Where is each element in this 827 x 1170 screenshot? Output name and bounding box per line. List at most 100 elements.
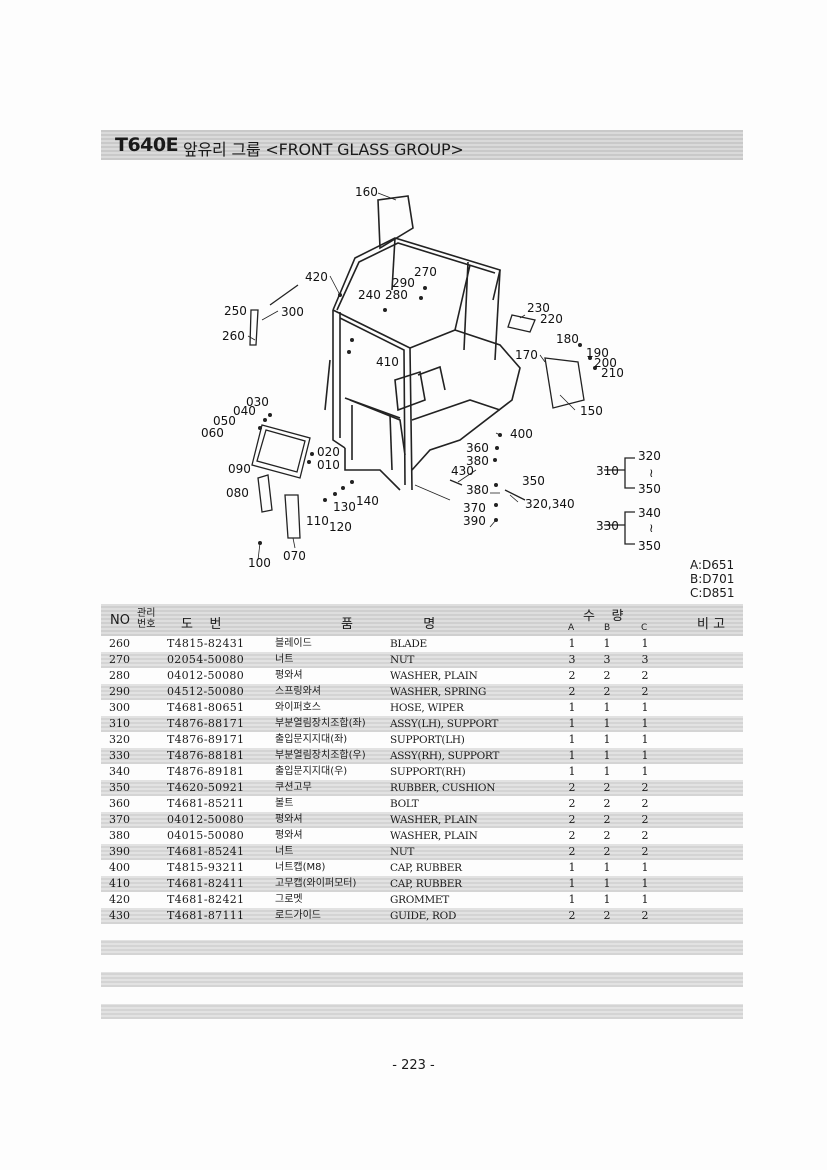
callout-190: 190 <box>586 346 609 360</box>
row-no: 310 <box>109 717 130 730</box>
korean-name: 부분열림장치조합(좌) <box>275 718 366 729</box>
part-number: T4876-88181 <box>167 749 245 762</box>
english-name: GROMMET <box>390 894 449 906</box>
english-name: WASHER, PLAIN <box>390 830 478 842</box>
part-number: T4681-85211 <box>167 797 245 810</box>
korean-name: 스프링와셔 <box>275 686 321 697</box>
callout-240: 240 <box>358 288 381 302</box>
header-no: NO <box>110 613 130 628</box>
qty-c: 1 <box>641 877 649 890</box>
english-name: BLADE <box>390 638 427 650</box>
part-number: T4681-82421 <box>167 893 245 906</box>
header-mgmt-bottom: 번호 <box>137 619 156 630</box>
callout-310: 310 <box>596 464 619 478</box>
callout-labels: 160 420 270 290 240 280 250 300 260 230 … <box>201 185 661 570</box>
korean-name: 로드가이드 <box>275 910 321 921</box>
legend-c: C:D851 <box>690 586 735 600</box>
qty-b: 2 <box>603 781 611 794</box>
cab-frame-drawing <box>324 195 521 491</box>
qty-b: 1 <box>603 733 611 746</box>
qty-a: 2 <box>568 829 576 842</box>
parts-drawing <box>249 284 635 545</box>
header-qty-b: B <box>604 623 611 633</box>
row-no: 400 <box>109 861 130 874</box>
qty-a: 2 <box>568 845 576 858</box>
callout-350-a: 350 <box>522 474 545 488</box>
model-name: T640E <box>115 134 179 156</box>
row-no: 270 <box>109 653 130 666</box>
part-number: T4815-82431 <box>167 637 245 650</box>
callout-410: 410 <box>376 355 399 369</box>
qty-c: 3 <box>641 653 649 666</box>
qty-a: 1 <box>568 717 576 730</box>
row-no: 300 <box>109 701 130 714</box>
qty-a: 1 <box>568 733 576 746</box>
header-part-name: 품 명 <box>341 617 436 632</box>
callout-270: 270 <box>414 265 437 279</box>
qty-a: 1 <box>568 701 576 714</box>
qty-b: 1 <box>603 861 611 874</box>
korean-name: 출입문지지대(좌) <box>275 734 348 745</box>
group-title: 앞유리 그룹 <FRONT GLASS GROUP> <box>183 140 464 159</box>
callout-380: 380 <box>466 454 489 468</box>
korean-name: 너트 <box>275 846 294 857</box>
row-no: 260 <box>109 637 130 650</box>
qty-c: 1 <box>641 861 649 874</box>
callout-050: 050 <box>213 414 236 428</box>
qty-b: 1 <box>603 701 611 714</box>
svg-text:≀: ≀ <box>649 466 654 480</box>
callout-160: 160 <box>355 185 378 199</box>
row-no: 290 <box>109 685 130 698</box>
qty-b: 2 <box>603 685 611 698</box>
callout-350-c: 350 <box>638 539 661 553</box>
qty-c: 1 <box>641 733 649 746</box>
row-no: 320 <box>109 733 130 746</box>
callout-210: 210 <box>601 366 624 380</box>
qty-a: 2 <box>568 685 576 698</box>
part-number: T4681-82411 <box>167 877 245 890</box>
part-number: T4876-89171 <box>167 733 245 746</box>
english-name: SUPPORT(LH) <box>390 734 465 746</box>
callout-130: 130 <box>333 500 356 514</box>
row-no: 430 <box>109 909 130 922</box>
header-remarks: 비 고 <box>697 617 726 632</box>
part-number: 04012-50080 <box>167 669 245 682</box>
english-name: NUT <box>390 846 415 858</box>
qty-b: 3 <box>603 653 611 666</box>
qty-c: 2 <box>641 829 649 842</box>
callout-150: 150 <box>580 404 603 418</box>
callout-400: 400 <box>510 427 533 441</box>
svg-text:≀: ≀ <box>649 521 654 535</box>
qty-c: 1 <box>641 701 649 714</box>
callout-060: 060 <box>201 426 224 440</box>
callout-020: 020 <box>317 445 340 459</box>
callout-100: 100 <box>248 556 271 570</box>
qty-b: 1 <box>603 749 611 762</box>
qty-b: 1 <box>603 637 611 650</box>
qty-c: 2 <box>641 669 649 682</box>
callout-070: 070 <box>283 549 306 563</box>
qty-a: 2 <box>568 813 576 826</box>
parts-table-header: NO 관리 번호 도 번 품 명 수 량 A B C 비 고 <box>101 604 743 636</box>
callout-340: 340 <box>638 506 661 520</box>
qty-c: 1 <box>641 765 649 778</box>
korean-name: 너트 <box>275 654 294 665</box>
english-name: HOSE, WIPER <box>390 702 464 714</box>
english-name: BOLT <box>390 798 419 810</box>
windshield-glass <box>377 195 414 250</box>
legend-a: A:D651 <box>690 558 735 572</box>
qty-c: 2 <box>641 685 649 698</box>
korean-name: 평와셔 <box>275 830 303 841</box>
header-mgmt-top: 관리 <box>137 608 156 619</box>
callout-220: 220 <box>540 312 563 326</box>
part-number: T4815-93211 <box>167 861 245 874</box>
korean-name: 고무캡(와이퍼모터) <box>275 878 357 889</box>
english-name: GUIDE, ROD <box>390 910 457 922</box>
part-number: 04512-50080 <box>167 685 245 698</box>
